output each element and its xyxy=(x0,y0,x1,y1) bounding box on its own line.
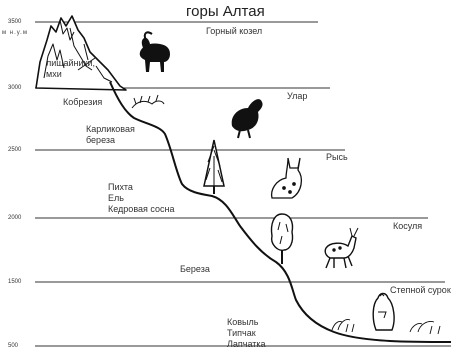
zone-label-lichens: лишайники, мхи xyxy=(46,58,95,79)
steppe-grass-icon xyxy=(331,319,441,335)
y-tick-2000: 2000 xyxy=(8,215,22,221)
y-tick-3000: 3000 xyxy=(8,85,22,91)
zone-label-conifers: Пихта Ель Кедровая сосна xyxy=(108,182,175,214)
dwarf-birch-icon xyxy=(131,94,165,109)
animal-label-ular: Улар xyxy=(287,91,308,101)
marmot-icon xyxy=(372,292,395,331)
zone-label-steppe: Ковыль Типчак Лапчатка xyxy=(227,317,266,349)
lichen-pointer xyxy=(77,57,96,71)
roe-deer-icon xyxy=(324,227,359,269)
y-tick-500: 500 xyxy=(8,343,19,349)
slope-profile xyxy=(109,81,451,343)
animal-label-marmot: Степной сурок xyxy=(390,285,451,295)
animal-label-lynx: Рысь xyxy=(326,152,348,162)
altitude-unit-label: м н.у.м xyxy=(2,30,28,36)
diagram-title: горы Алтая xyxy=(186,3,265,20)
zone-label-dwarf-birch: Карликовая береза xyxy=(86,124,135,145)
lynx-icon xyxy=(270,157,303,199)
birch-tree-icon xyxy=(270,213,294,264)
y-tick-3500: 3500 xyxy=(8,19,22,25)
y-tick-2500: 2500 xyxy=(8,147,22,153)
animal-label-roe-deer: Косуля xyxy=(393,221,423,231)
zone-label-birch: Береза xyxy=(180,264,210,274)
animal-label-goat: Горный козел xyxy=(206,26,263,36)
goat-icon xyxy=(139,31,170,72)
y-tick-1500: 1500 xyxy=(8,279,22,285)
fir-tree-icon xyxy=(203,139,225,194)
zone-label-kobresia: Кобрезия xyxy=(63,97,103,107)
mountain-peaks xyxy=(35,15,127,91)
ular-bird-icon xyxy=(231,99,263,139)
